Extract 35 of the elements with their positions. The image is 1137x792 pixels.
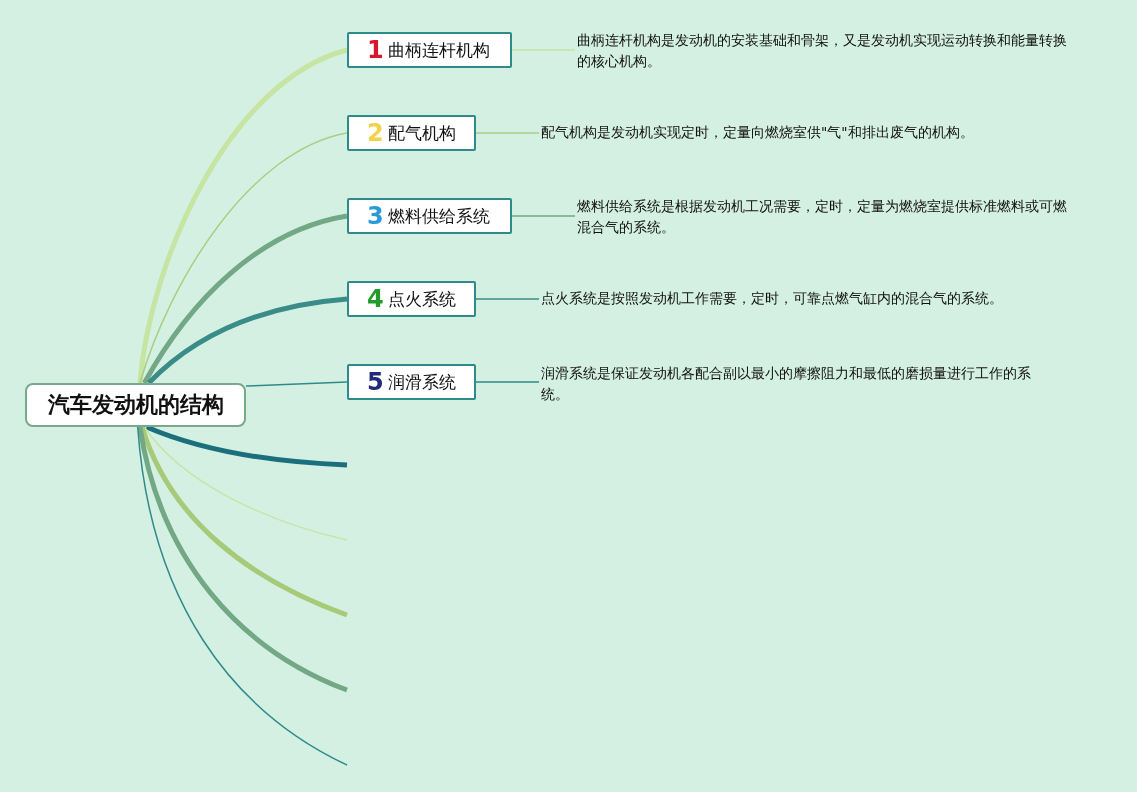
- topic-box: [347, 32, 512, 68]
- branch-line: [475, 381, 540, 383]
- topic-title: 燃料供给系统: [387, 204, 490, 228]
- topic-number: 3: [367, 202, 384, 230]
- branch-line: [147, 296, 348, 385]
- description-text: 润滑系统是保证发动机各配合副以最小的摩擦阻力和最低的磨损量进行工作的系统。: [541, 363, 1031, 405]
- description-text: 配气机构是发动机实现定时，定量向燃烧室供"气"和排出废气的机构。: [541, 122, 1041, 143]
- branch-line: [137, 47, 348, 384]
- topic-number: 2: [367, 119, 384, 147]
- empty-branch-line: [137, 426, 348, 693]
- description-text: 曲柄连杆机构是发动机的安装基础和骨架，又是发动机实现运动转换和能量转换的核心机构。: [577, 30, 1072, 72]
- branch-line: [475, 298, 540, 300]
- branch-line: [511, 49, 576, 51]
- topic-title: 配气机构: [387, 121, 456, 145]
- description-text: 点火系统是按照发动机工作需要，定时，可靠点燃气缸内的混合气的系统。: [541, 288, 1041, 309]
- empty-branch-line: [145, 424, 348, 468]
- topic-box: [347, 198, 512, 234]
- topic-title: 润滑系统: [387, 370, 456, 394]
- branch-line: [142, 213, 348, 385]
- branch-line: [139, 132, 348, 384]
- topic-box: [347, 115, 476, 151]
- topic-title: 曲柄连杆机构: [387, 38, 490, 62]
- topic-number: 1: [367, 36, 384, 64]
- topic-box: [347, 281, 476, 317]
- central-topic-box: 汽车发动机的结构: [25, 383, 246, 427]
- topic-box: [347, 364, 476, 400]
- branch-line: [245, 381, 348, 387]
- topic-number: 5: [367, 368, 384, 396]
- topic-title: 点火系统: [387, 287, 456, 311]
- description-text: 燃料供给系统是根据发动机工况需要，定时，定量为燃烧室提供标准燃料或可燃混合气的系统。: [577, 196, 1072, 238]
- branch-line: [511, 215, 576, 217]
- empty-branch-line: [136, 426, 348, 766]
- empty-branch-line: [143, 426, 348, 541]
- branch-line: [475, 132, 540, 134]
- topic-number: 4: [367, 285, 384, 313]
